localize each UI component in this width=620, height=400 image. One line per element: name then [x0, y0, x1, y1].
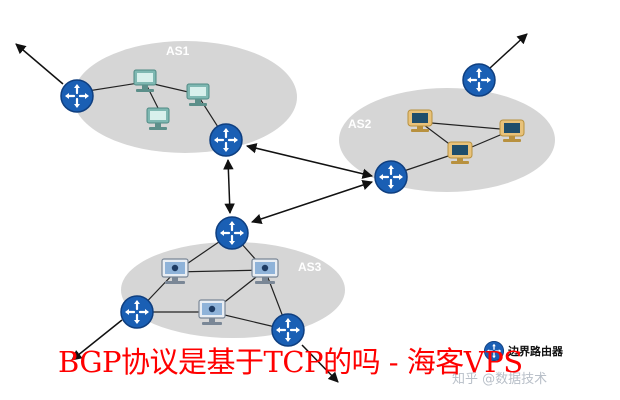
bgp-link-as1-as2 [245, 143, 374, 179]
bgp-link-as3-as2 [251, 180, 373, 224]
as1-cloud [73, 41, 297, 153]
as2-label: AS2 [348, 117, 372, 131]
caption-text: BGP协议是基于TCP的吗 - 海客VPS [58, 345, 523, 379]
router-icon [208, 122, 244, 158]
watermark-text: 知乎 @数据技术 [452, 372, 548, 387]
legend-label: 边界路由器 [507, 344, 564, 358]
legend: 边界路由器 [483, 340, 564, 362]
router-icon [373, 159, 409, 195]
bgp-link-external-as2 [489, 33, 528, 69]
bgp-link-external-as3-right [301, 344, 339, 383]
as1-label: AS1 [166, 44, 190, 58]
router-icon [119, 294, 155, 330]
as3-internal-link [172, 232, 267, 273]
as2-internal-link [419, 121, 513, 131]
router-icon [461, 62, 497, 98]
as3-internal-link [135, 269, 266, 313]
as3-label: AS3 [298, 260, 322, 274]
bgp-link-as1-as3 [223, 158, 235, 215]
router-icon [59, 78, 95, 114]
bgp-link-external-as1 [15, 43, 64, 85]
as3-cloud [121, 242, 345, 338]
router-icon [214, 215, 250, 251]
bgp-link-external-as3-left [71, 319, 123, 361]
